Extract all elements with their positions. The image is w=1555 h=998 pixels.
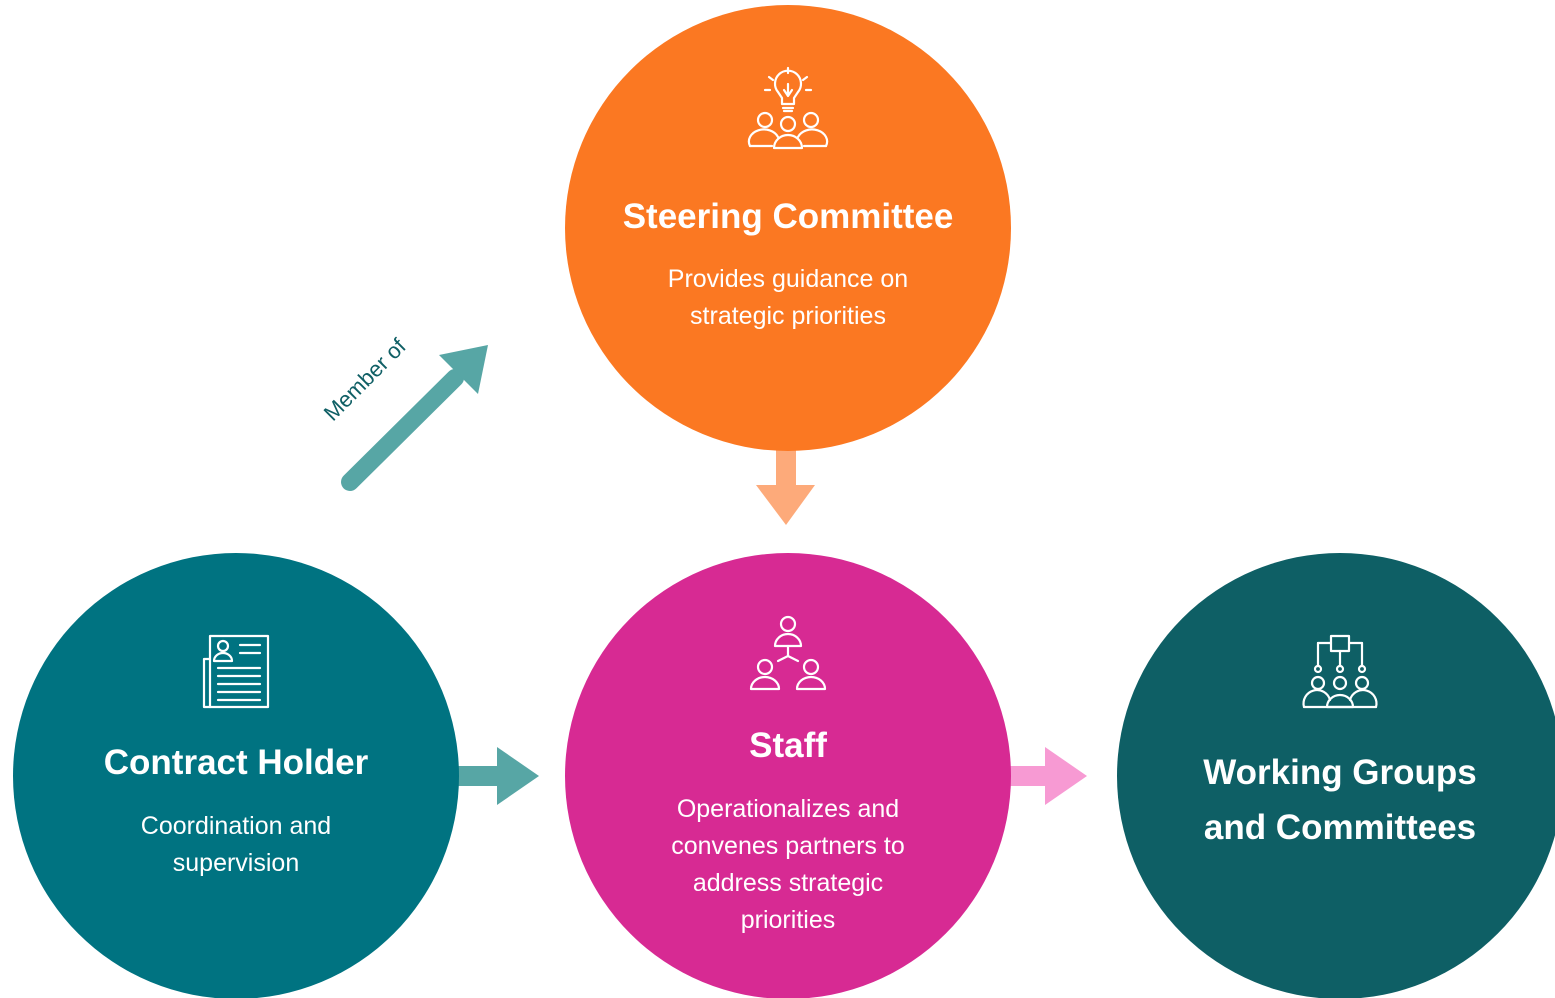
staff-desc-line-2: convenes partners to [671,832,904,860]
contract-holder-title: Contract Holder [104,743,369,782]
member-of-arrow-shaft [341,369,464,491]
contract-holder-circle [13,553,459,998]
steering-committee-node: Steering Committee Provides guidance on … [565,5,1011,451]
steering-to-staff-arrow-shaft [776,450,796,488]
staff-to-working-arrow-shaft [1008,766,1048,786]
steering-committee-circle [565,5,1011,451]
member-of-arrow-head [439,345,488,394]
staff-node: Staff Operationalizes and convenes partn… [565,553,1011,998]
contract-holder-desc-line-1: Coordination and [141,812,331,840]
staff-desc-line-1: Operationalizes and [677,795,899,823]
steering-committee-desc-line-1: Provides guidance on [668,265,908,293]
member-of-label: Member of [319,333,412,426]
working-groups-circle [1117,553,1555,998]
staff-title: Staff [749,726,827,765]
steering-to-staff-arrow-head [756,485,815,525]
steering-committee-title: Steering Committee [623,197,954,236]
steering-committee-desc-line-2: strategic priorities [690,302,886,330]
staff-desc-line-4: priorities [741,906,835,934]
network-people-icon [749,615,827,691]
staff-to-working-arrow-head [1045,747,1087,805]
contract-to-staff-arrow-head [497,747,539,805]
staff-circle [565,553,1011,998]
contract-holder-desc-line-2: supervision [173,849,299,877]
working-groups-node: Working Groups and Committees [1117,553,1555,998]
staff-to-working-arrow [1008,747,1087,805]
staff-desc-line-3: address strategic [693,869,883,897]
working-groups-title-line-2: and Committees [1204,808,1476,847]
lightbulb-team-icon [747,66,829,150]
member-of-arrow: Member of [319,333,488,491]
contract-document-icon [202,634,270,709]
working-groups-title-line-1: Working Groups [1203,753,1477,792]
contract-to-staff-arrow-shaft [455,766,500,786]
org-chart-team-icon [1302,634,1378,709]
steering-to-staff-arrow [756,450,815,525]
contract-holder-node: Contract Holder Coordination and supervi… [13,553,459,998]
contract-to-staff-arrow [455,747,539,805]
